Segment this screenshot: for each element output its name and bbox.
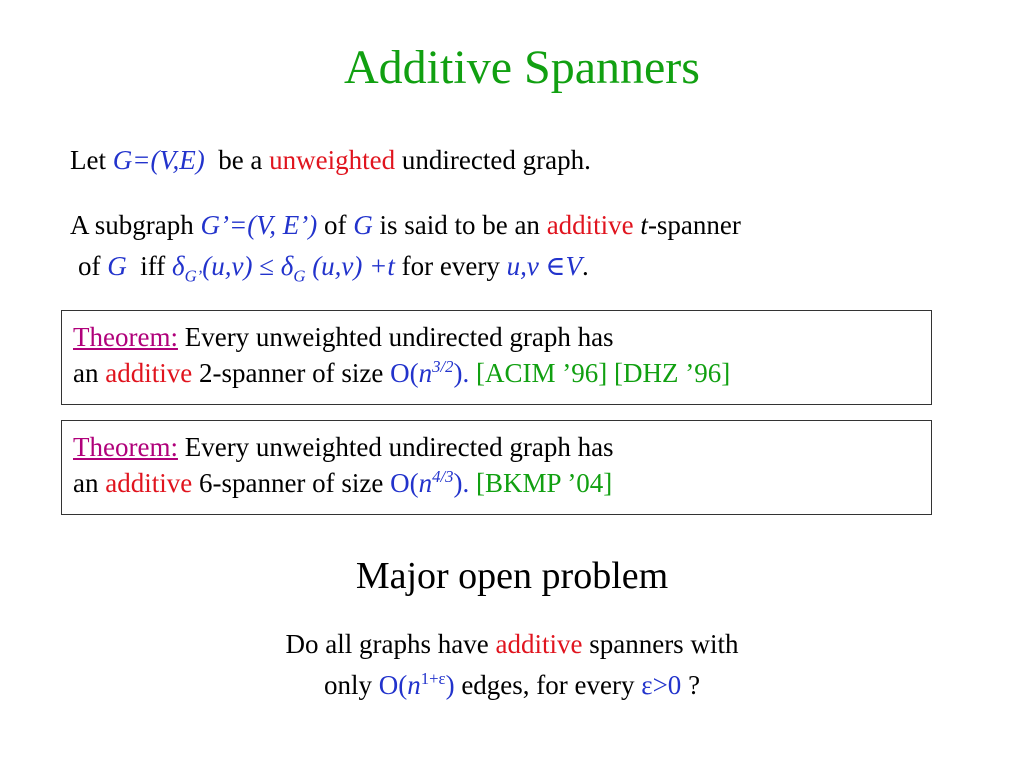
theorem-2-an: an xyxy=(73,468,99,499)
theorem-1-line-1: Theorem: Every unweighted undirected gra… xyxy=(73,319,920,355)
theorem-1-label: Theorem: xyxy=(73,322,178,352)
def-leq: ≤ xyxy=(259,251,275,281)
def-is-said: is said to be an xyxy=(379,210,540,240)
theorem-1-an: an xyxy=(73,358,99,389)
op-additive: additive xyxy=(495,629,583,659)
intro-graph: G=(V,E) xyxy=(112,145,205,175)
def-delta-g: δG (u,v) +t xyxy=(280,251,395,286)
intro-line: Let G=(V,E) be a unweighted undirected g… xyxy=(70,144,591,176)
definition-line-2: of G iff δG’(u,v) ≤ δG (u,v) +t for ever… xyxy=(78,250,589,286)
op-only: only xyxy=(323,670,372,700)
def-for-every: for every xyxy=(401,251,500,281)
theorem-1-box: Theorem: Every unweighted undirected gra… xyxy=(61,310,932,405)
def-delta-gprime: δG’(u,v) xyxy=(172,251,253,286)
intro-be-a: be a xyxy=(218,145,263,175)
theorem-1-additive: additive xyxy=(105,358,193,389)
def-spanner: -spanner xyxy=(647,210,741,240)
theorem-2-line-2: an additive 6-spanner of size O(n4/3). [… xyxy=(73,465,920,501)
op-size: O(n1+ε) xyxy=(378,669,455,700)
theorem-1-size: O(n3/2). xyxy=(390,357,470,389)
op-line1-b: spanners with xyxy=(589,629,739,659)
op-epsilon: ε>0 xyxy=(641,670,682,700)
open-problem-line-2: only O(n1+ε) edges, for every ε>0 ? xyxy=(0,669,1024,701)
op-question: ? xyxy=(688,670,701,700)
definition-line-1: A subgraph G’=(V, E’) of G is said to be… xyxy=(70,209,741,241)
theorem-1-refs: [ACIM ’96] [DHZ ’96] xyxy=(476,358,731,389)
theorem-1-line-2: an additive 2-spanner of size O(n3/2). [… xyxy=(73,355,920,391)
theorem-2-box: Theorem: Every unweighted undirected gra… xyxy=(61,420,932,515)
intro-unweighted: unweighted xyxy=(269,145,396,175)
intro-rest: undirected graph. xyxy=(401,145,591,175)
open-problem-line-1: Do all graphs have additive spanners wit… xyxy=(0,628,1024,660)
def-uv-in-v: u,v ∈V xyxy=(506,251,583,281)
op-edges: edges, for every xyxy=(461,670,635,700)
def-line2-g: G xyxy=(107,251,127,281)
def-of: of xyxy=(323,210,347,240)
def-subgraph: G’=(V, E’) xyxy=(200,210,318,240)
open-problem-heading: Major open problem xyxy=(355,555,669,597)
theorem-2-refs: [BKMP ’04] xyxy=(476,468,613,499)
theorem-2-additive: additive xyxy=(105,468,193,499)
theorem-2-mid: 6-spanner of size xyxy=(198,468,384,499)
def-line2-of: of xyxy=(78,251,101,281)
def-period: . xyxy=(582,251,589,281)
def-additive: additive xyxy=(546,210,634,240)
theorem-1-statement: Every unweighted undirected graph has xyxy=(184,322,614,352)
slide-title: Additive Spanners xyxy=(344,41,700,94)
intro-let: Let xyxy=(70,145,106,175)
def-iff: iff xyxy=(140,251,166,281)
def-t: t xyxy=(640,210,648,240)
def-g: G xyxy=(353,210,373,240)
def-a-subgraph: A subgraph xyxy=(70,210,194,240)
theorem-2-statement: Every unweighted undirected graph has xyxy=(184,432,614,462)
theorem-2-label: Theorem: xyxy=(73,432,178,462)
theorem-1-mid: 2-spanner of size xyxy=(198,358,384,389)
op-line1-a: Do all graphs have xyxy=(285,629,489,659)
theorem-2-size: O(n4/3). xyxy=(390,467,470,499)
theorem-2-line-1: Theorem: Every unweighted undirected gra… xyxy=(73,429,920,465)
